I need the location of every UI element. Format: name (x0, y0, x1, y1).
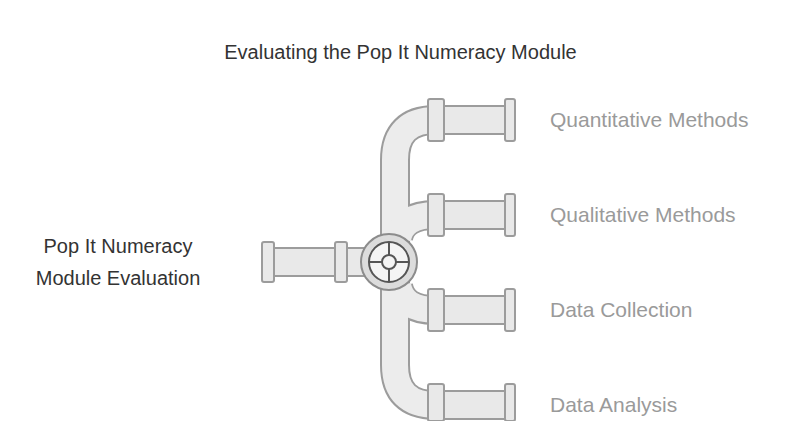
branch-label: Data Analysis (550, 393, 677, 417)
source-label: Pop It Numeracy Module Evaluation (8, 230, 228, 294)
branch-label: Quantitative Methods (550, 108, 748, 132)
valve-symbol (361, 234, 417, 290)
branch-label: Data Collection (550, 298, 692, 322)
branch-label: Qualitative Methods (550, 203, 736, 227)
diagram-title: Evaluating the Pop It Numeracy Module (0, 41, 801, 64)
